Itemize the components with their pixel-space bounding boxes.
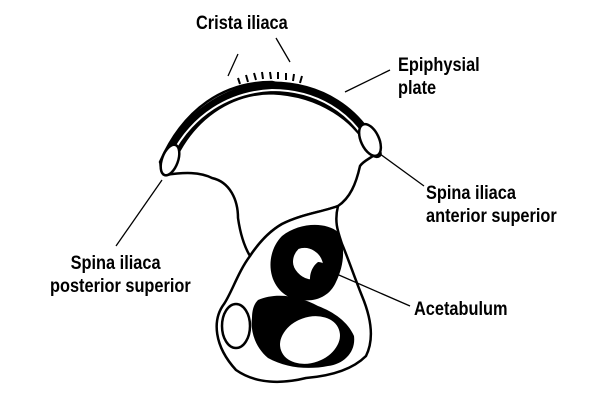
label-crista-iliaca: Crista iliaca bbox=[196, 12, 288, 35]
leader-spina-ant-sup bbox=[380, 154, 424, 186]
label-epiphysial-plate: Epiphysial plate bbox=[398, 54, 480, 100]
ischial-tuberosity bbox=[222, 304, 250, 348]
label-acetabulum: Acetabulum bbox=[414, 298, 508, 321]
leader-epiphysial-plate bbox=[345, 70, 390, 92]
label-spina-iliaca-posterior-superior: Spina iliaca posterior superior bbox=[50, 252, 191, 298]
leader-spina-post-sup bbox=[116, 180, 162, 246]
leader-crista-iliaca bbox=[228, 38, 290, 76]
label-spina-iliaca-anterior-superior: Spina iliaca anterior superior bbox=[426, 182, 557, 228]
